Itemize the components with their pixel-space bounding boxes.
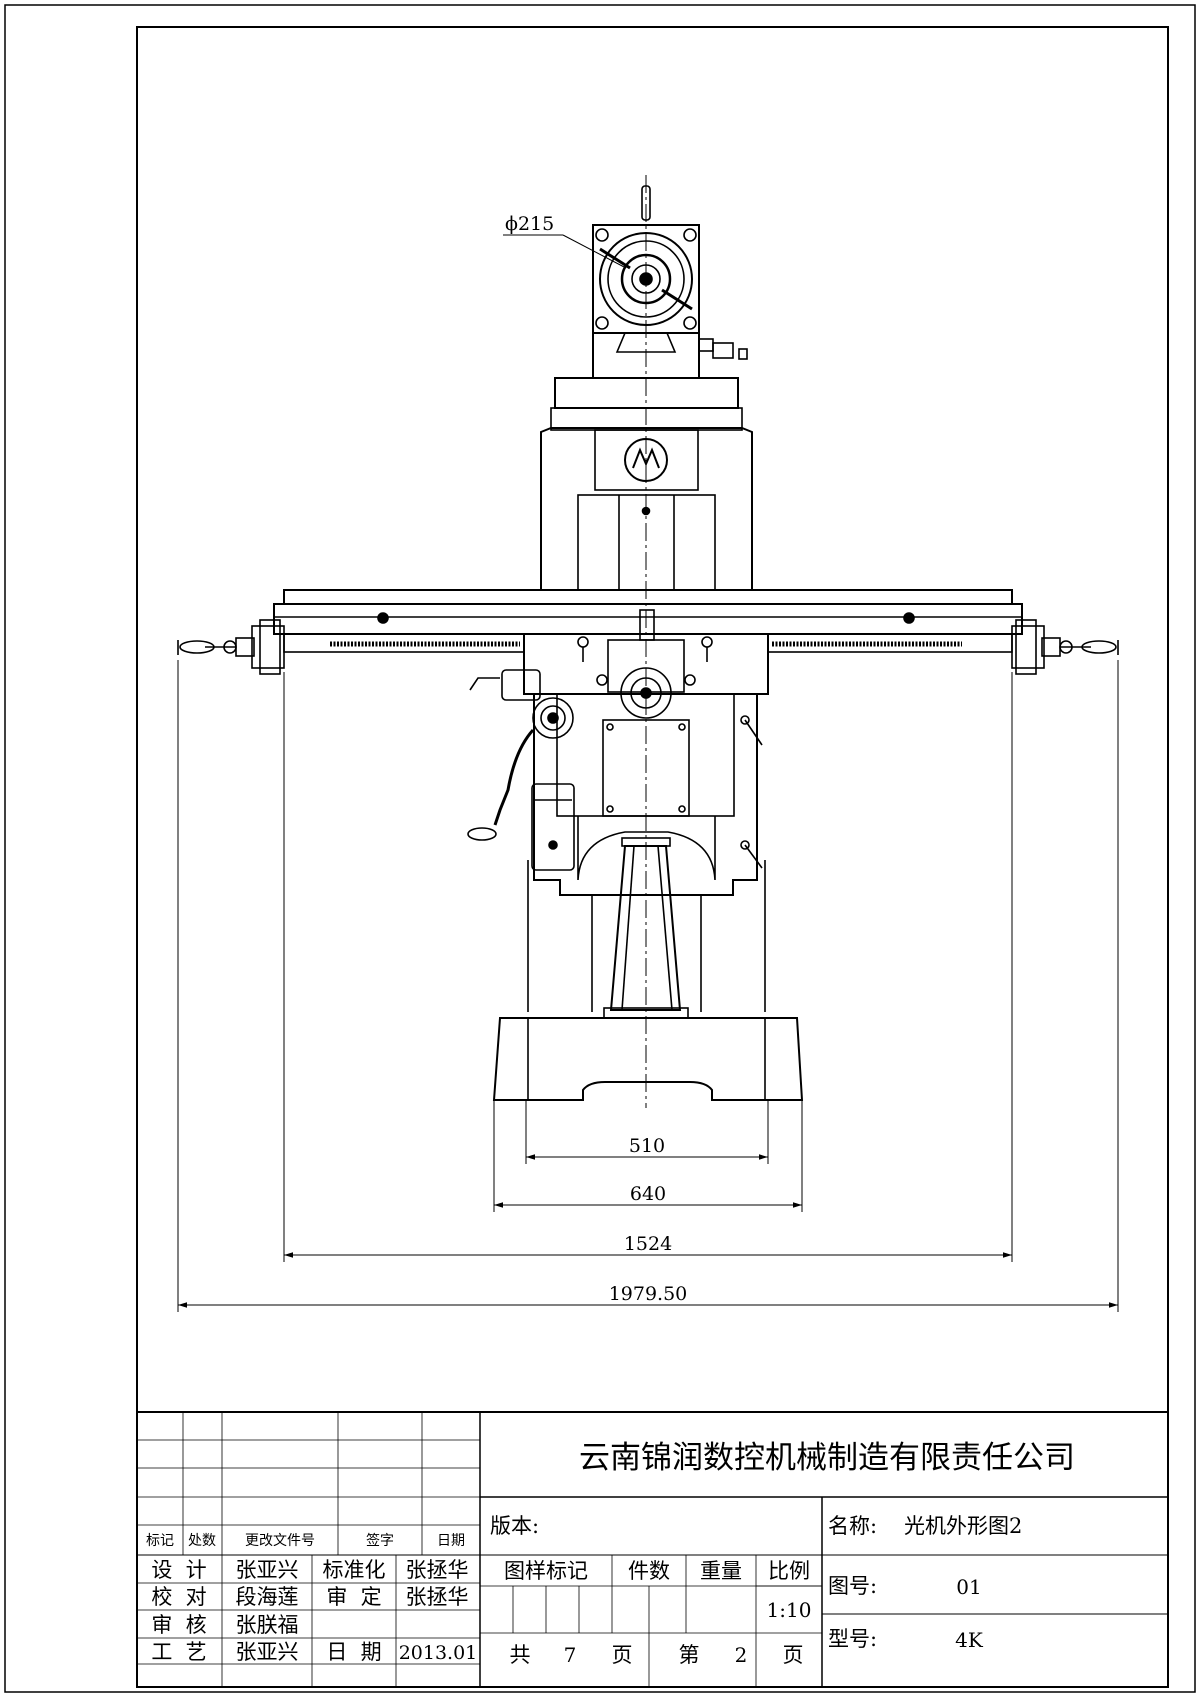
rev-header-mark: 标记 bbox=[146, 1533, 174, 1549]
inner-frame bbox=[136, 26, 1169, 1688]
rev-header-count: 处数 bbox=[188, 1533, 216, 1549]
quantity-label: 件数 bbox=[628, 1559, 670, 1583]
model-label: 型号: bbox=[828, 1627, 877, 1651]
sample-mark-label: 图样标记 bbox=[504, 1559, 588, 1583]
rev-header-signature: 签字 bbox=[366, 1532, 394, 1549]
role-date: 日 期 bbox=[326, 1640, 381, 1664]
dimension-1979: 1979.50 bbox=[609, 1283, 688, 1305]
role-design: 设 计 bbox=[151, 1558, 206, 1582]
name-standardize: 张拯华 bbox=[406, 1558, 469, 1582]
weight-label: 重量 bbox=[700, 1559, 742, 1583]
milling-machine-drawing bbox=[177, 175, 1119, 1108]
dimension-510: 510 bbox=[629, 1135, 665, 1157]
name-check: 段海莲 bbox=[236, 1585, 299, 1609]
name-approve: 张拯华 bbox=[406, 1585, 469, 1609]
model-value: 4K bbox=[955, 1628, 984, 1652]
total-pages-unit: 页 bbox=[612, 1643, 633, 1667]
total-label: 共 bbox=[510, 1643, 531, 1667]
role-review: 审 核 bbox=[151, 1613, 206, 1637]
name-label: 名称: bbox=[828, 1514, 877, 1538]
name-review: 张朕福 bbox=[236, 1613, 299, 1637]
drawing-number-label: 图号: bbox=[828, 1574, 877, 1598]
role-standardize: 标准化 bbox=[323, 1558, 386, 1582]
dimension-lines bbox=[177, 660, 1119, 1312]
company-name: 云南锦润数控机械制造有限责任公司 bbox=[579, 1440, 1075, 1476]
total-pages-value: 7 bbox=[564, 1643, 577, 1667]
dimension-1524: 1524 bbox=[624, 1233, 672, 1255]
page-label: 第 bbox=[679, 1643, 700, 1667]
page-unit: 页 bbox=[783, 1643, 804, 1667]
role-approve: 审 定 bbox=[326, 1585, 381, 1609]
signature-rows: 设 计 张亚兴 标准化 张拯华 校 对 段海莲 审 定 张拯华 审 核 张朕福 … bbox=[151, 1558, 477, 1664]
date-value: 2013.01 bbox=[399, 1642, 478, 1664]
title-block bbox=[136, 1411, 1169, 1688]
drawing-info-cells: 图样标记 件数 重量 比例 1:10 共 7 页 第 2 页 bbox=[504, 1559, 811, 1667]
rev-header-date: 日期 bbox=[437, 1533, 465, 1549]
name-process: 张亚兴 bbox=[236, 1640, 299, 1664]
scale-label: 比例 bbox=[768, 1559, 810, 1583]
outer-border bbox=[4, 4, 1196, 1693]
page-number-value: 2 bbox=[735, 1643, 748, 1667]
role-process: 工 艺 bbox=[151, 1640, 206, 1664]
revision-header-row: 标记 处数 更改文件号 签字 日期 bbox=[146, 1532, 465, 1549]
dimension-640: 640 bbox=[630, 1183, 666, 1205]
drawing-identity-cells: 名称: 光机外形图2 图号: 01 型号: 4K bbox=[828, 1514, 1022, 1652]
role-check: 校 对 bbox=[151, 1585, 206, 1609]
scale-value: 1:10 bbox=[767, 1598, 812, 1622]
name-design: 张亚兴 bbox=[236, 1558, 299, 1582]
name-value: 光机外形图2 bbox=[904, 1514, 1022, 1538]
dimension-spindle-diameter: ϕ215 bbox=[505, 213, 554, 235]
drawing-number-value: 01 bbox=[956, 1575, 981, 1599]
rev-header-change-doc: 更改文件号 bbox=[245, 1533, 315, 1549]
version-label: 版本: bbox=[490, 1514, 539, 1538]
